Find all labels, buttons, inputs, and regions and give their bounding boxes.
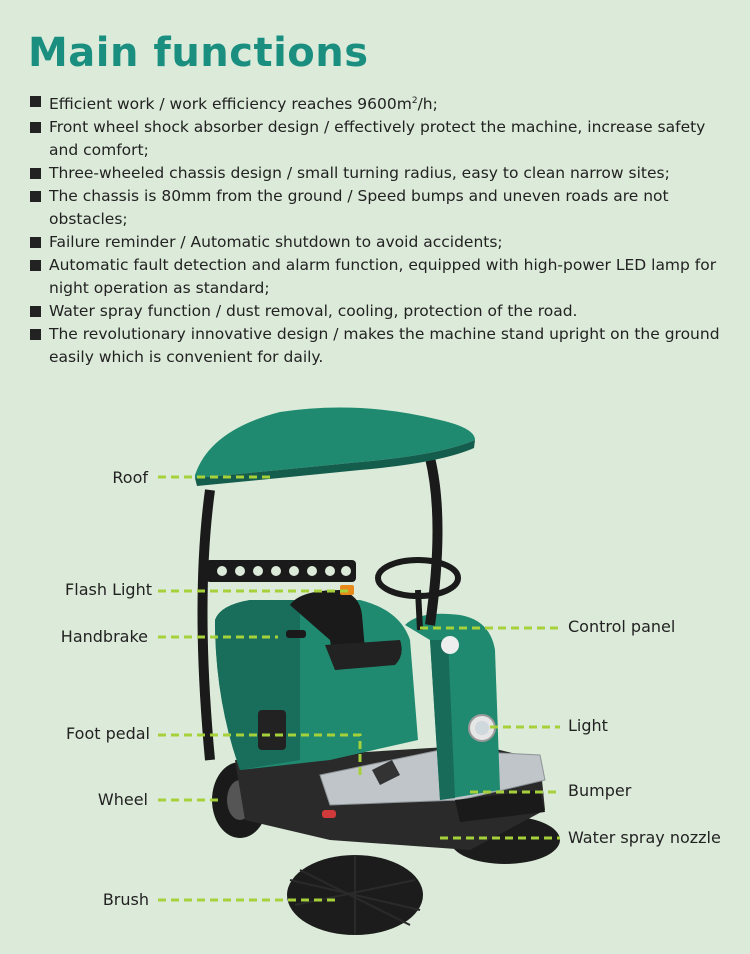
label-handbrake: Handbrake [60, 627, 148, 646]
feature-item: Water spray function / dust removal, coo… [28, 300, 728, 323]
feature-item: Efficient work / work efficiency reaches… [28, 90, 728, 116]
sweeper-machine-illustration [158, 407, 560, 935]
label-bumper: Bumper [568, 781, 632, 800]
feature-item: Three-wheeled chassis design / small tur… [28, 162, 728, 185]
feature-item: The revolutionary innovative design / ma… [28, 323, 728, 369]
feature-list: Efficient work / work efficiency reaches… [28, 90, 728, 369]
label-roof: Roof [112, 468, 148, 487]
label-light: Light [568, 716, 608, 735]
feature-item: Front wheel shock absorber design / effe… [28, 116, 728, 162]
feature-item: The chassis is 80mm from the ground / Sp… [28, 185, 728, 231]
label-foot-pedal: Foot pedal [66, 724, 150, 743]
label-control-panel: Control panel [568, 617, 676, 636]
label-water-spray-nozzle: Water spray nozzle [568, 828, 721, 847]
page-title: Main functions [28, 30, 369, 76]
feature-item: Automatic fault detection and alarm func… [28, 254, 728, 300]
label-wheel: Wheel [97, 790, 148, 809]
roof-icon [195, 407, 475, 486]
label-brush: Brush [102, 890, 149, 909]
label-flash-light: Flash Light [65, 580, 152, 599]
feature-item: Failure reminder / Automatic shutdown to… [28, 231, 728, 254]
